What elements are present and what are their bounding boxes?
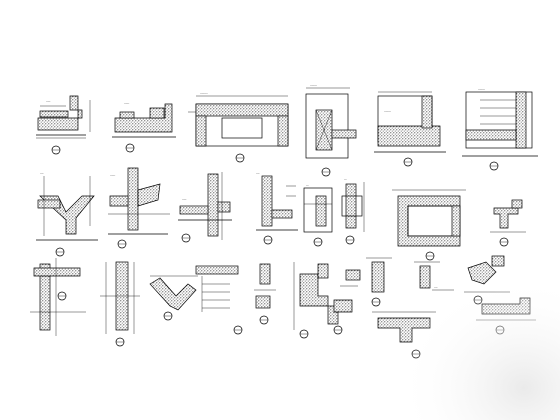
section-tag-01 [51,145,61,155]
svg-text:------: ------ [124,102,129,105]
section-tag-06 [489,161,499,171]
detail-03: --------- [188,92,289,163]
detail-13 [392,189,466,261]
section-tag-17 [163,311,173,321]
detail-11: --- [303,184,333,247]
section-tag-03 [235,153,245,163]
detail-19 [254,263,276,325]
detail-09: ----- [178,172,232,243]
detail-08: ------ [108,167,170,249]
section-tag-07 [55,247,65,257]
detail-12: --- [341,178,365,245]
detail-20 [293,262,339,339]
detail-14 [490,199,526,247]
section-tag-11 [313,237,323,247]
svg-text:--------: -------- [384,110,391,113]
svg-text:----: ---- [256,172,260,175]
detail-17 [149,275,198,321]
corner-fade [380,260,560,420]
svg-text:-----: ----- [46,100,50,103]
section-tag-18 [233,325,243,335]
detail-07: ---- [36,172,98,257]
section-tag-09 [181,233,191,243]
svg-text:---: --- [344,178,347,181]
detail-06: -------- [462,88,538,171]
section-tag-02 [125,143,135,153]
section-tag-12 [345,235,355,245]
detail-01: ----- [36,95,91,155]
section-tag-16 [115,337,125,347]
svg-text:---------: --------- [200,92,208,95]
section-tag-05 [403,157,413,167]
svg-text:--------: -------- [310,84,317,87]
svg-text:------: ------ [110,174,115,177]
section-tag-21 [333,325,343,335]
section-tag-04 [321,167,331,177]
section-tag-15 [57,291,67,301]
svg-text:-----: ----- [182,198,186,201]
section-tag-10 [263,235,273,245]
section-tag-22 [371,297,381,307]
section-tag-19 [259,315,269,325]
svg-text:---: --- [306,184,309,187]
detail-16 [100,261,140,347]
detail-02: ------ [112,102,176,153]
svg-text:----: ---- [40,172,44,175]
detail-18 [195,265,243,335]
detail-15 [30,258,86,336]
section-tag-14 [499,237,509,247]
section-tag-08 [117,239,127,249]
detail-21 [333,269,361,335]
svg-text:--------: -------- [478,88,485,91]
section-tag-20 [299,329,309,339]
section-tag-13 [425,251,435,261]
detail-04: -------- [305,84,357,177]
detail-10: ---- [256,172,298,245]
detail-05: -------- [374,91,446,167]
